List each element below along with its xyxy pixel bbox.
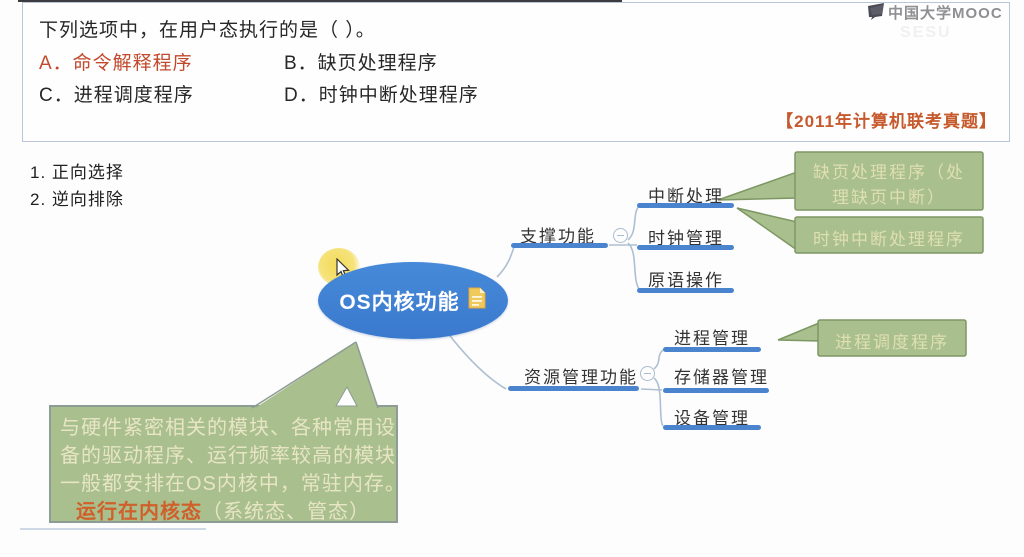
node-process-management[interactable]: 进程管理 <box>674 329 750 348</box>
connector-branch2-top <box>653 349 664 370</box>
connector-branch1-top <box>627 205 640 241</box>
mooc-logo-icon <box>866 2 888 27</box>
node-clock-underline <box>637 245 734 250</box>
brand-name: 中国大学MOOC <box>888 5 1003 22</box>
question-box: 下列选项中，在用户态执行的是（ ）。 A．命令解释程序 B．缺页处理程序 C．进… <box>22 2 1010 142</box>
note-line-4-emphasis: 运行在内核态 <box>76 501 202 523</box>
callout-process-schedule: 进程调度程序 <box>835 333 949 352</box>
note-line-2: 备的驱动程序、运行频率较高的模块 <box>60 445 396 467</box>
node-primitive-underline <box>637 288 734 293</box>
callout-tail-page-fault <box>717 170 798 201</box>
callout-box-page-fault <box>794 151 984 211</box>
note-line-1: 与硬件紧密相关的模块、各种常用设 <box>60 417 396 439</box>
callout-page-fault-line1: 缺页处理程序（处 <box>813 163 965 182</box>
note-line-4: 运行在内核态（系统态、管态） <box>76 495 370 524</box>
branch-resource-collapse-toggle[interactable] <box>640 366 655 381</box>
connector-branch2-mid <box>640 388 663 391</box>
option-b: B．缺页处理程序 <box>284 53 438 74</box>
branch-support-collapse-toggle[interactable] <box>613 228 628 243</box>
callout-tail-process-schedule <box>777 321 820 342</box>
note-line-4-rest: （系统态、管态） <box>202 501 370 523</box>
option-c: C．进程调度程序 <box>39 85 194 106</box>
mindmap-root-node[interactable]: OS内核功能 <box>318 262 508 339</box>
node-clock-management[interactable]: 时钟管理 <box>648 229 724 248</box>
watermark: SESU <box>900 24 952 41</box>
option-a: A．命令解释程序 <box>39 53 193 74</box>
connector-root-branch1 <box>496 246 515 278</box>
node-device-management[interactable]: 设备管理 <box>674 409 750 428</box>
document-note-icon <box>467 286 487 315</box>
exam-source-tag: 【2011年计算机联考真题】 <box>776 112 997 131</box>
callout-tail-clock-interrupt <box>736 207 798 252</box>
branch-support-underline <box>511 243 608 248</box>
video-frame-bottom-edge <box>20 528 206 530</box>
node-interrupt-underline <box>637 203 734 208</box>
note-line-3: 一般都安排在OS内核中，常驻内存。 <box>60 473 406 495</box>
node-interrupt-handling[interactable]: 中断处理 <box>648 187 724 206</box>
note-box <box>49 405 398 523</box>
callout-clock-interrupt: 时钟中断处理程序 <box>813 230 965 249</box>
branch-resource-label[interactable]: 资源管理功能 <box>524 368 638 387</box>
option-d: D．时钟中断处理程序 <box>284 85 479 106</box>
root-label: OS内核功能 <box>339 290 460 314</box>
method-item-1: 1. 正向选择 <box>30 163 124 182</box>
callout-box-clock-interrupt <box>794 216 984 254</box>
node-process-underline <box>663 347 761 352</box>
node-memory-management[interactable]: 存储器管理 <box>674 368 769 387</box>
video-frame-top-edge <box>18 0 622 2</box>
connector-branch2-bottom <box>653 377 664 427</box>
connector-root-branch2 <box>446 331 507 390</box>
node-primitive-operation[interactable]: 原语操作 <box>648 271 724 290</box>
branch-resource-underline <box>508 386 639 391</box>
callout-box-process-schedule <box>817 319 967 357</box>
connector-branch1-bottom <box>627 242 640 290</box>
callout-page-fault-line2: 理缺页中断） <box>832 188 946 207</box>
method-item-2: 2. 逆向排除 <box>30 190 124 209</box>
node-memory-underline <box>663 388 769 393</box>
question-stem: 下列选项中，在用户态执行的是（ ）。 <box>39 20 376 41</box>
branch-support-label[interactable]: 支撑功能 <box>520 227 596 246</box>
node-device-underline <box>663 425 761 430</box>
note-box-tail-edge <box>251 341 379 409</box>
note-box-tail-notch <box>335 385 358 407</box>
